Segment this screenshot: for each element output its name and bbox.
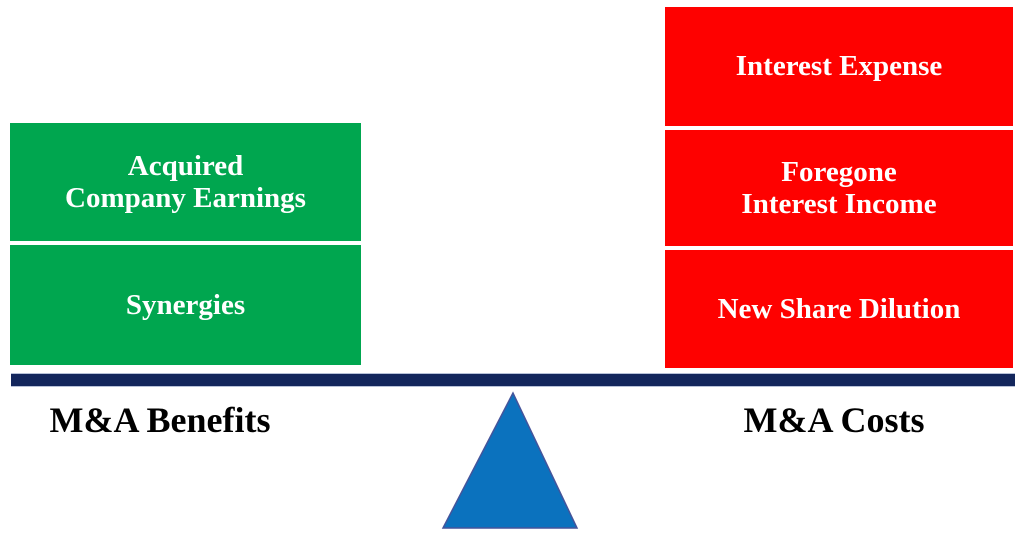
cost-box-foregone-interest-income: Foregone Interest Income xyxy=(665,130,1013,246)
benefit-box-synergies: Synergies xyxy=(10,245,361,365)
box-label-line: Interest Income xyxy=(741,188,937,220)
costs-label: M&A Costs xyxy=(743,400,925,440)
balance-beam xyxy=(11,373,1015,387)
box-label-line: Interest Expense xyxy=(735,50,943,83)
benefit-box-acquired-earnings: Acquired Company Earnings xyxy=(10,123,361,241)
benefits-label: M&A Benefits xyxy=(49,400,271,440)
box-label-line: Company Earnings xyxy=(65,182,306,214)
box-label-line: Synergies xyxy=(125,288,246,321)
cost-box-new-share-dilution: New Share Dilution xyxy=(665,250,1013,368)
fulcrum-triangle-icon xyxy=(441,391,579,529)
cost-box-interest-expense: Interest Expense xyxy=(665,7,1013,126)
box-label-line: Foregone xyxy=(781,155,897,188)
fulcrum-triangle-shape xyxy=(441,391,579,529)
box-label-line: New Share Dilution xyxy=(717,292,961,325)
box-label-line: Acquired xyxy=(127,149,244,182)
